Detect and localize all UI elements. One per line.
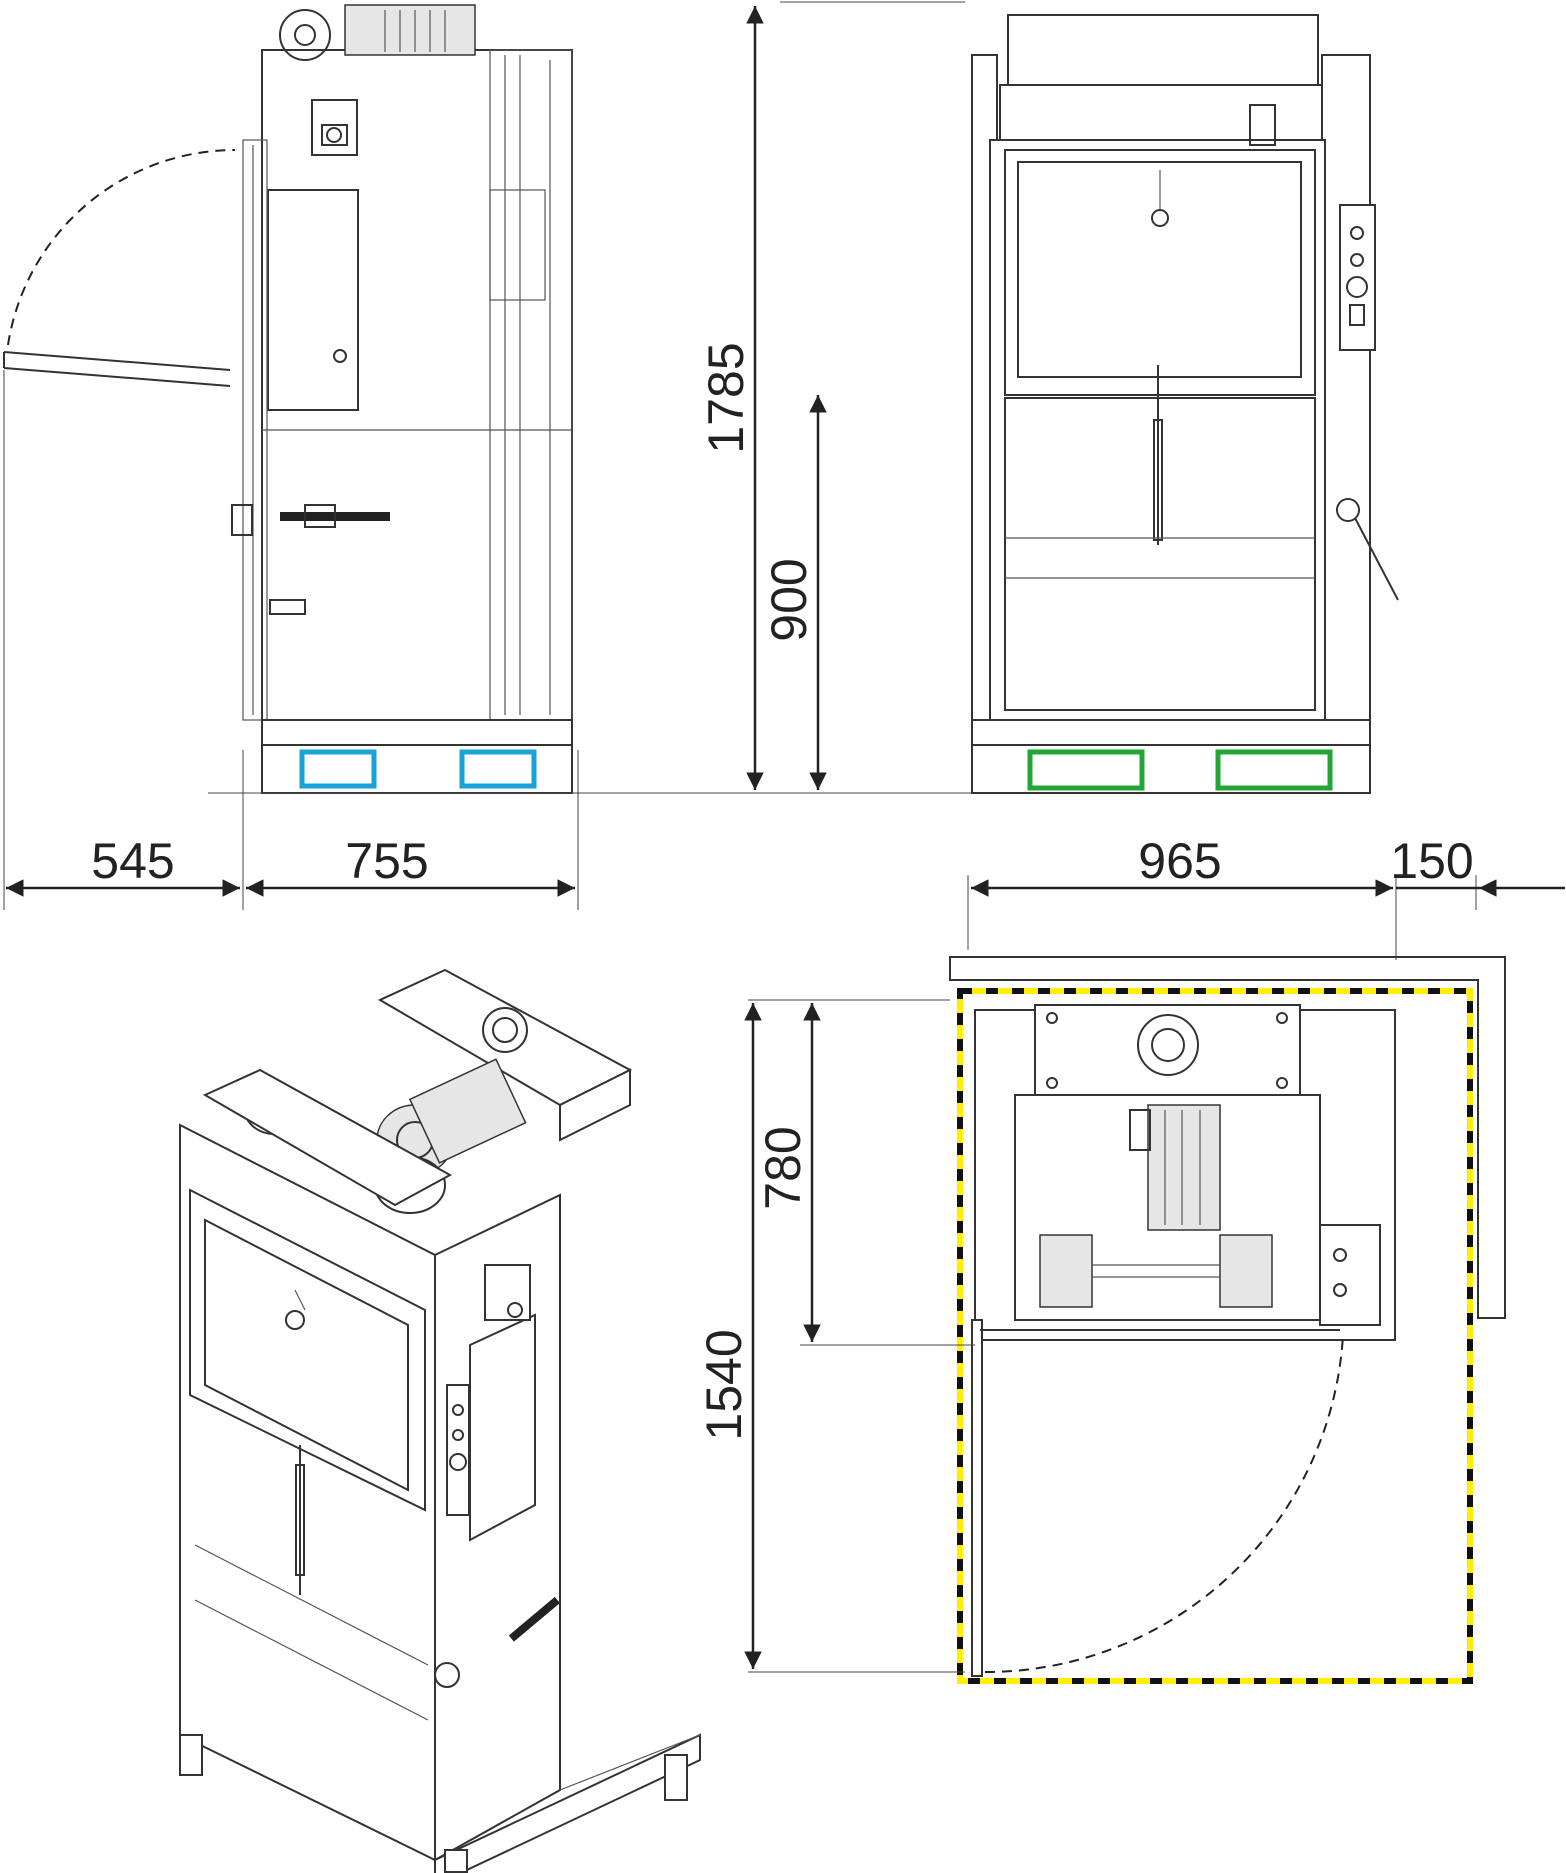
top-view	[949, 956, 1506, 1684]
pallet-slot-front-right	[1215, 749, 1333, 791]
pallet-slot-side-left	[299, 749, 377, 789]
pallet-slot-side-right	[459, 749, 537, 789]
dimension-footprint-depth: 780	[755, 1126, 811, 1209]
dimension-machine-depth: 755	[345, 833, 428, 889]
dimension-door-open-depth: 1540	[696, 1329, 752, 1440]
dimension-door-height: 900	[761, 558, 817, 641]
pallet-slot-front-left	[1027, 749, 1145, 791]
safety-zone	[957, 988, 1473, 1684]
dimension-machine-width: 965	[1138, 833, 1221, 889]
motor-fins-side	[384, 10, 446, 52]
dimension-side-clearance: 150	[1390, 833, 1473, 889]
dimension-door-swing-depth: 545	[91, 833, 174, 889]
dimension-total-height: 1785	[698, 342, 754, 453]
door-leaf-closed	[971, 1319, 983, 1677]
wall-corner	[949, 956, 1506, 1319]
side-view	[3, 4, 573, 794]
door-swing-arc-side	[7, 149, 236, 346]
isometric-view	[179, 968, 701, 1873]
front-view	[971, 14, 1399, 794]
door-swing-arc-top	[984, 1334, 1344, 1674]
open-door-leaf	[3, 351, 231, 371]
